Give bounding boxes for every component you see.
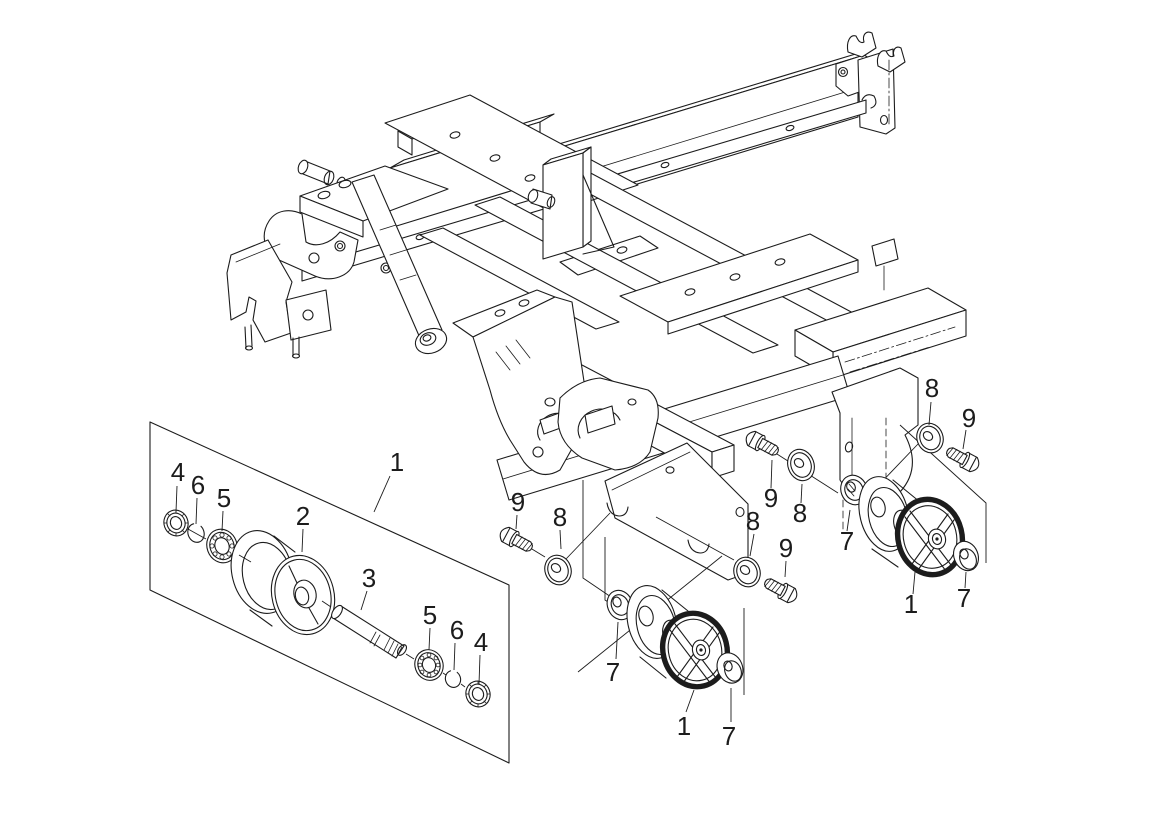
callout-leader-1-4	[373, 475, 391, 513]
washer-8-d	[916, 422, 944, 454]
callout-leader-7-22	[964, 571, 967, 589]
callout-leader-7-15	[615, 621, 619, 660]
callout-leader-4-0	[175, 485, 178, 513]
callout-label-4-0: 4	[171, 457, 185, 487]
washer-8-c	[787, 448, 815, 482]
callout-leader-3-5	[360, 590, 368, 611]
callout-label-1-16: 1	[677, 711, 691, 741]
callout-leader-5-6	[428, 627, 431, 651]
deck-plate-right	[794, 287, 967, 379]
hitch-pin	[527, 188, 556, 210]
callout-label-9-19: 9	[962, 403, 976, 433]
washer-8-a	[544, 554, 572, 586]
roller-assembly-middle	[606, 585, 744, 690]
roller-assembly-right	[840, 474, 980, 578]
callout-leader-8-10	[559, 529, 562, 550]
callout-label-4-8: 4	[474, 627, 488, 657]
callout-label-3-5: 3	[362, 563, 376, 593]
callout-leader-9-9	[515, 514, 518, 530]
callout-leader-6-1	[195, 497, 198, 525]
ring-6-left	[187, 523, 205, 543]
callout-leader-4-8	[478, 654, 481, 685]
callout-label-5-6: 5	[423, 600, 437, 630]
callout-label-8-14: 8	[793, 498, 807, 528]
callout-label-7-20: 7	[840, 526, 854, 556]
callout-leader-5-2	[221, 510, 224, 532]
callout-label-2-3: 2	[296, 501, 310, 531]
seal-4-right	[465, 680, 491, 708]
callout-label-6-7: 6	[450, 615, 464, 645]
callout-leader-8-18	[928, 401, 932, 426]
callout-label-7-17: 7	[722, 721, 736, 751]
collar-7-right	[716, 652, 744, 684]
callout-label-6-1: 6	[191, 470, 205, 500]
callout-label-8-11: 8	[746, 506, 760, 536]
callout-label-7-22: 7	[957, 583, 971, 613]
bolt-9-d	[946, 447, 980, 473]
callout-label-8-10: 8	[553, 502, 567, 532]
bolt-9-a	[499, 526, 533, 552]
bolt-9-c	[745, 430, 779, 456]
collar-7-right	[952, 540, 980, 572]
bearing-5-left	[206, 528, 238, 564]
frame-assembly	[226, 31, 967, 581]
callout-label-5-2: 5	[217, 483, 231, 513]
bolt-9-b	[764, 578, 798, 604]
frame-post	[542, 146, 615, 260]
bearing-5-right	[414, 649, 444, 681]
callout-leader-6-7	[453, 642, 456, 671]
ring-6-right	[444, 670, 462, 688]
clevis-bracket	[846, 31, 906, 135]
roller-front-disc	[659, 610, 731, 690]
callout-leader-1-16	[685, 689, 695, 713]
washer-8-b	[733, 556, 761, 588]
left-mount-assembly	[226, 159, 449, 359]
callout-leader-9-13	[770, 459, 773, 489]
callout-leader-7-20	[846, 509, 851, 532]
callout-leader-8-11	[749, 533, 755, 557]
roller-2	[230, 530, 336, 636]
rail-end-bracket	[871, 238, 899, 267]
callout-leader-8-14	[800, 483, 803, 504]
axis-connectors	[187, 528, 466, 688]
callout-label-1-4: 1	[390, 447, 404, 477]
callout-label-8-18: 8	[925, 373, 939, 403]
callout-label-9-13: 9	[764, 483, 778, 513]
seal-4-left	[163, 509, 189, 537]
detail-box-outline	[149, 421, 510, 764]
callout-label-9-9: 9	[511, 487, 525, 517]
detail-box	[149, 421, 510, 764]
callout-leader-2-3	[301, 528, 304, 553]
mount-bracket-right	[831, 367, 919, 531]
callout-leader-9-12	[784, 560, 787, 578]
callout-label-9-12: 9	[779, 533, 793, 563]
callout-leader-1-21	[912, 571, 916, 595]
deck-plate-center	[619, 233, 859, 335]
hardware	[499, 422, 980, 604]
callout-label-7-15: 7	[606, 657, 620, 687]
callout-label-1-21: 1	[904, 589, 918, 619]
shaft-3	[331, 604, 408, 659]
carrier-bracket-center	[557, 377, 659, 471]
roller-front-disc	[894, 496, 966, 578]
callout-leader-9-19	[962, 429, 967, 450]
